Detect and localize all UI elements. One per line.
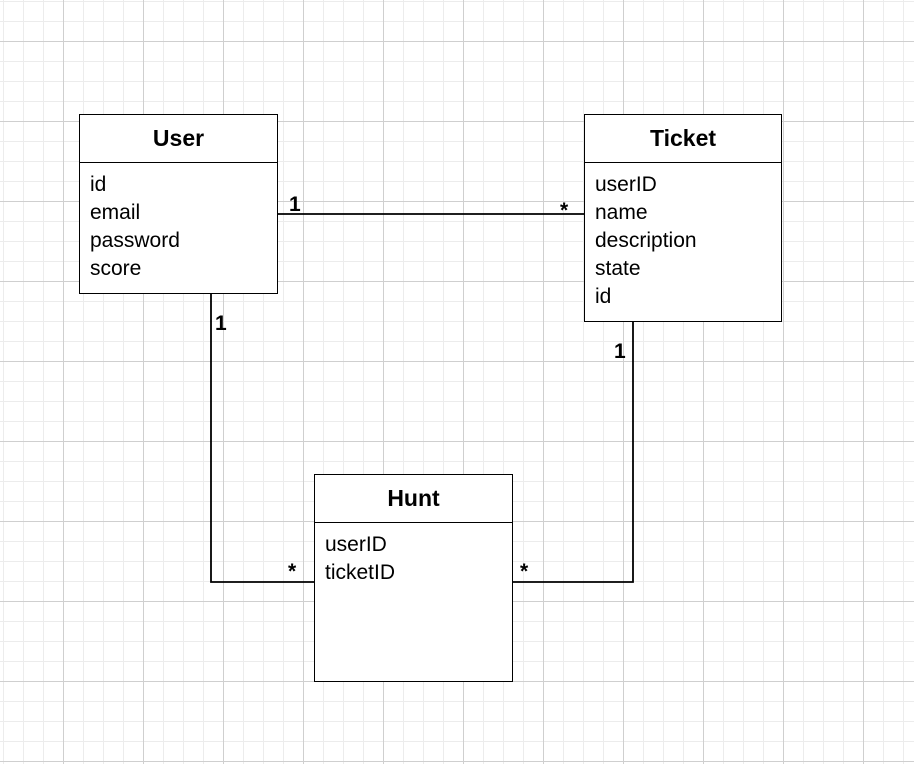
field-ticket-description: description bbox=[595, 229, 697, 252]
field-hunt-userid: userID bbox=[325, 533, 387, 556]
field-hunt-ticketid: ticketID bbox=[325, 561, 396, 584]
edge-user-hunt[interactable] bbox=[210, 294, 315, 583]
field-user-password: password bbox=[90, 229, 180, 252]
mult-user-hunt-user-side: 1 bbox=[215, 312, 227, 335]
entity-user-title: User bbox=[80, 115, 277, 163]
entity-hunt-fields: userID ticketID bbox=[315, 523, 512, 587]
mult-ticket-hunt-hunt-side: * bbox=[520, 560, 529, 583]
mult-ticket-hunt-ticket-side: 1 bbox=[614, 340, 626, 363]
field-ticket-id: id bbox=[595, 285, 612, 308]
entity-user[interactable]: User id email password score bbox=[79, 114, 278, 294]
field-ticket-state: state bbox=[595, 257, 641, 280]
entity-hunt[interactable]: Hunt userID ticketID bbox=[314, 474, 513, 682]
entity-user-fields: id email password score bbox=[80, 163, 277, 283]
mult-user-ticket-user-side: 1 bbox=[289, 193, 301, 216]
field-user-score: score bbox=[90, 257, 142, 280]
mult-user-ticket-ticket-side: * bbox=[560, 199, 569, 222]
entity-ticket-fields: userID name description state id bbox=[585, 163, 781, 311]
entity-hunt-title: Hunt bbox=[315, 475, 512, 523]
field-ticket-userid: userID bbox=[595, 173, 657, 196]
entity-ticket-title: Ticket bbox=[585, 115, 781, 163]
field-user-id: id bbox=[90, 173, 107, 196]
entity-ticket[interactable]: Ticket userID name description state id bbox=[584, 114, 782, 322]
field-ticket-name: name bbox=[595, 201, 648, 224]
mult-user-hunt-hunt-side: * bbox=[288, 560, 297, 583]
field-user-email: email bbox=[90, 201, 141, 224]
